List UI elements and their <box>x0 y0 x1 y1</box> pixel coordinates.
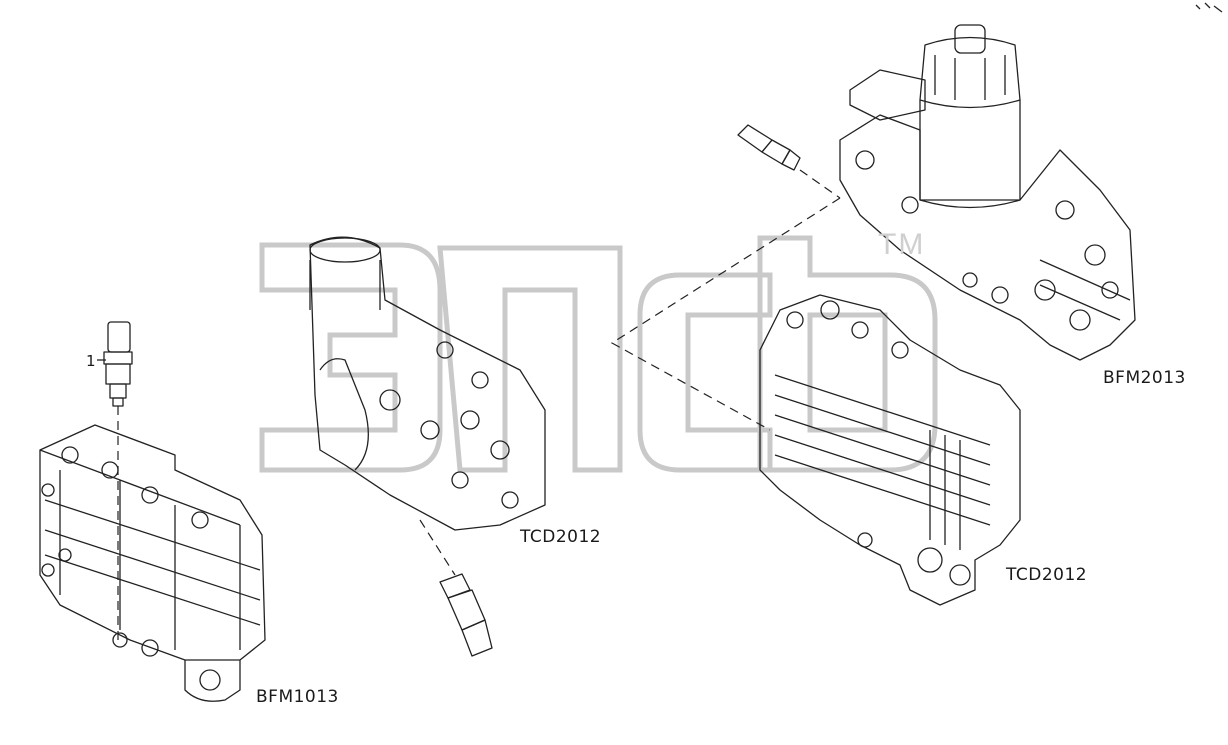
leader-line <box>610 197 841 431</box>
label-bfm1013: BFM1013 <box>256 687 339 707</box>
watermark-trademark: TM <box>878 228 926 261</box>
label-tcd2012-b: TCD2012 <box>1006 565 1088 585</box>
label-bfm2013: BFM2013 <box>1103 368 1186 388</box>
corner-mark <box>1195 2 1223 13</box>
label-tcd2012-a: TCD2012 <box>520 527 602 547</box>
watermark-letter-s <box>637 272 773 473</box>
pressure-sensor-center <box>439 573 493 657</box>
watermark-letter-b <box>757 235 938 473</box>
pressure-sensor-1 <box>97 321 133 640</box>
engine-bfm2013-drawing <box>839 24 1136 361</box>
callout-number-1: 1 <box>86 352 96 370</box>
engine-tcd2012-b-drawing <box>759 294 1021 606</box>
watermark-logo <box>259 235 938 473</box>
watermark-letter-e <box>259 242 443 473</box>
watermark-letter-l <box>437 245 623 473</box>
engine-tcd2012-a-drawing <box>309 236 546 576</box>
engine-bfm1013-drawing <box>39 424 266 702</box>
pressure-sensor-top-right <box>737 124 841 199</box>
